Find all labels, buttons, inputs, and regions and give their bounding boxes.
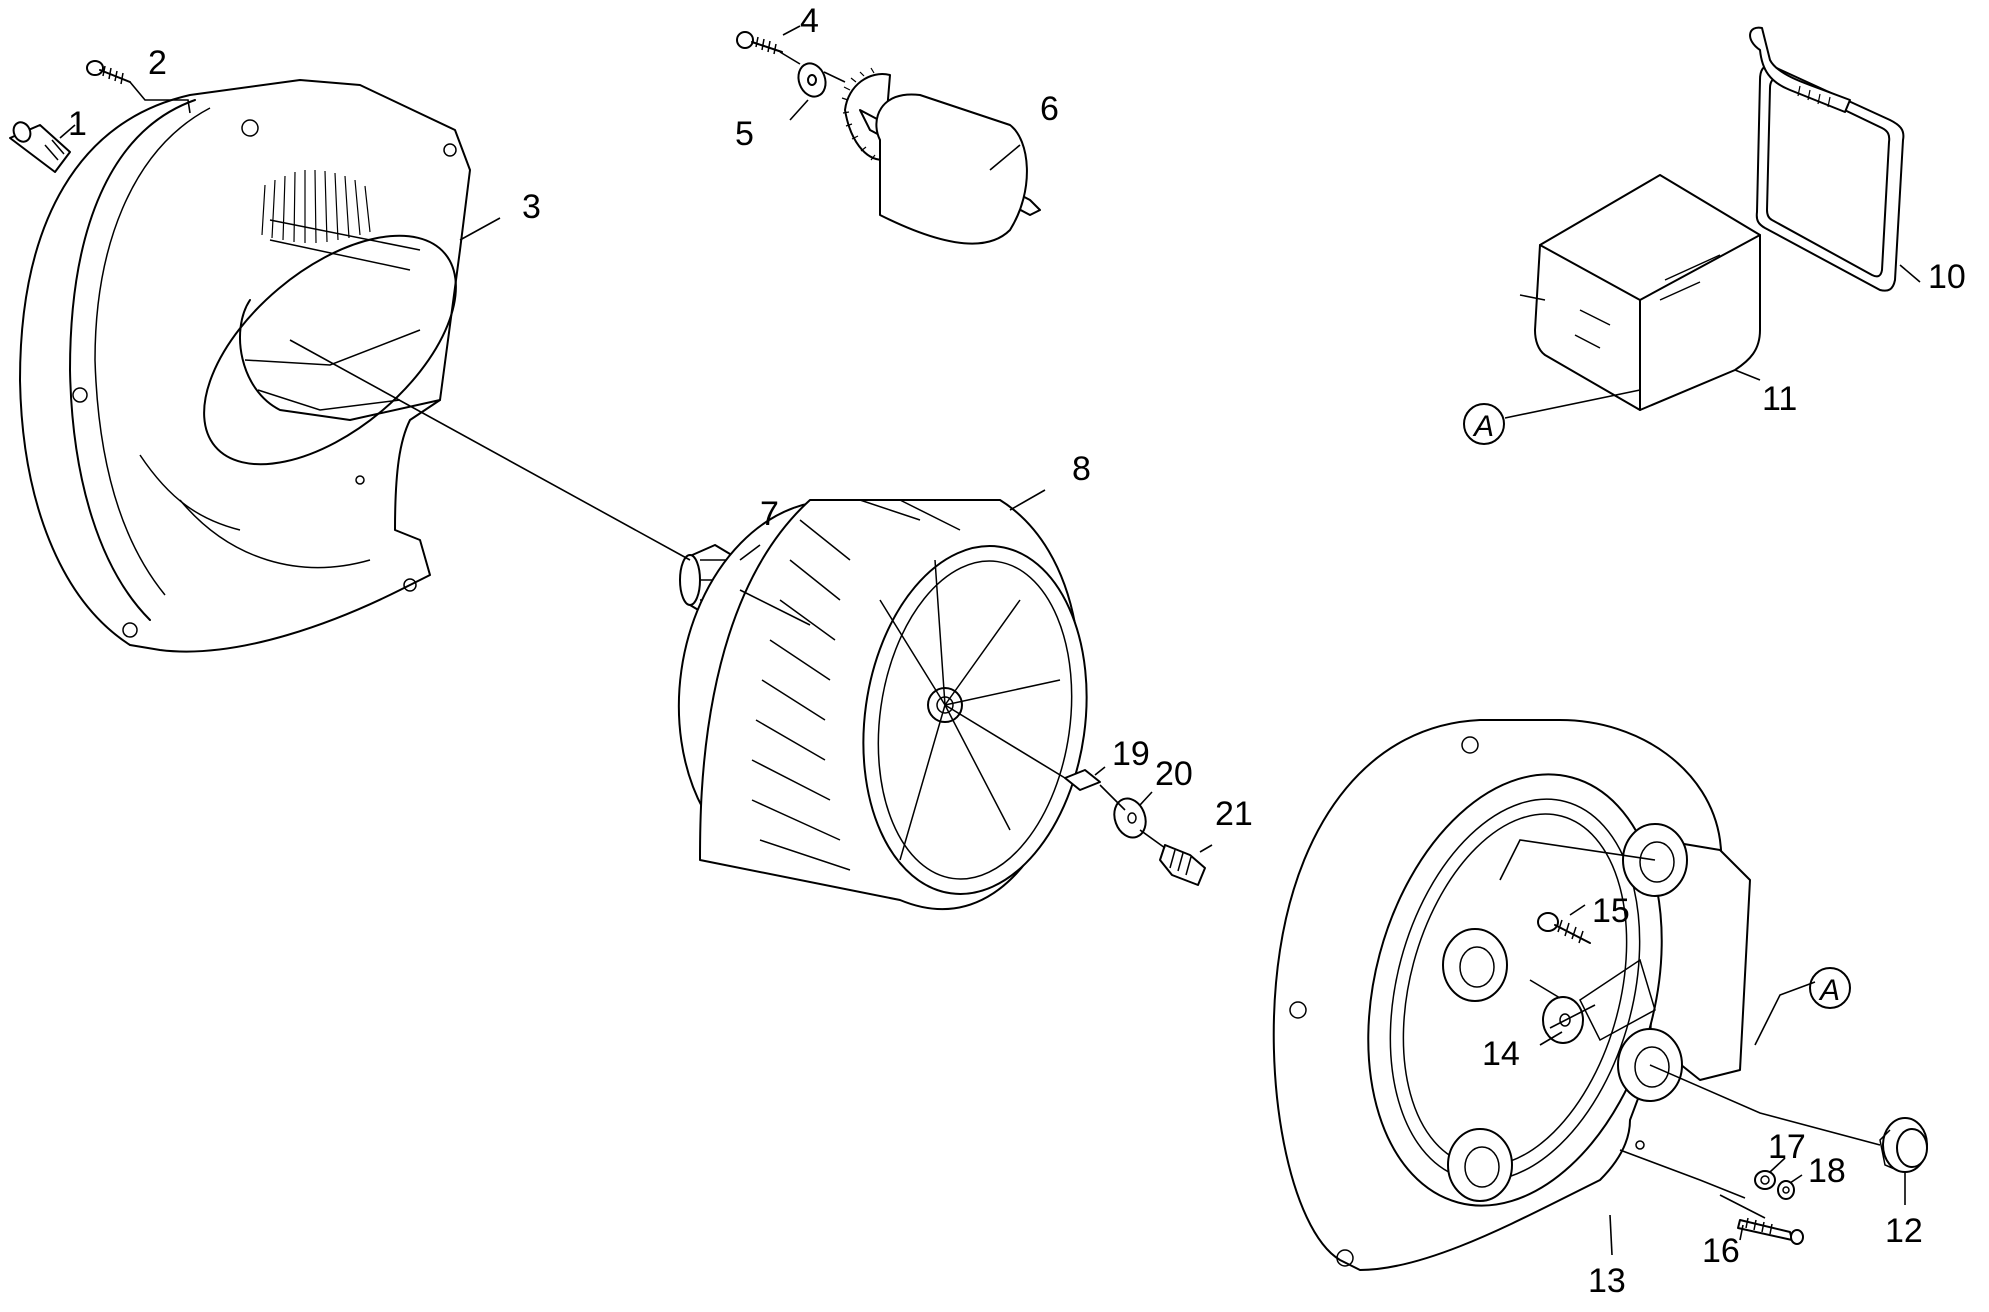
part-8-impeller — [677, 499, 1088, 910]
callout-leaders — [59, 25, 1921, 1256]
callout-4: 4 — [800, 2, 819, 40]
callout-18: 18 — [1808, 1152, 1846, 1190]
part-14-washer — [1542, 996, 1584, 1044]
part-5-washer — [797, 62, 827, 98]
part-18-washer — [1777, 1180, 1795, 1200]
callout-labels: 1 2 3 4 5 6 7 8 10 11 12 13 14 15 16 17 … — [68, 2, 1966, 1300]
part-21-bolt — [1159, 844, 1206, 886]
callout-1: 1 — [68, 105, 87, 143]
callout-12: 12 — [1885, 1212, 1923, 1250]
connector-a-top-label: A — [1472, 410, 1494, 443]
connector-a-bottom: A — [1809, 967, 1851, 1009]
part-11-box — [1519, 174, 1761, 411]
callout-21: 21 — [1215, 795, 1253, 833]
callout-13: 13 — [1588, 1262, 1626, 1300]
callout-5: 5 — [735, 115, 754, 153]
callout-19: 19 — [1112, 735, 1150, 773]
callout-15: 15 — [1592, 892, 1630, 930]
cover-boss-4 — [1447, 1128, 1513, 1202]
part-10-frame-clip — [1749, 26, 1905, 292]
connector-a-top: A — [1463, 403, 1505, 445]
part-2-screw — [86, 60, 131, 85]
callout-7: 7 — [760, 495, 779, 533]
callout-11: 11 — [1762, 380, 1797, 418]
cover-boss-2 — [1442, 928, 1508, 1002]
callout-8: 8 — [1072, 450, 1091, 488]
callout-3: 3 — [522, 188, 541, 226]
assembly-lines — [289, 51, 1881, 1219]
part-16-stud-bolt — [1737, 1217, 1804, 1245]
part-12-plug — [1879, 1117, 1928, 1173]
part-17-nut — [1754, 1170, 1776, 1190]
part-1-nozzle — [9, 121, 71, 173]
callout-10: 10 — [1928, 258, 1966, 296]
callout-17: 17 — [1768, 1128, 1806, 1166]
part-19-key — [1064, 769, 1101, 791]
callout-2: 2 — [148, 44, 167, 82]
part-15-screw — [1537, 912, 1591, 944]
callout-20: 20 — [1155, 755, 1193, 793]
connector-a-bottom-label: A — [1818, 974, 1840, 1007]
callout-6: 6 — [1040, 90, 1059, 128]
part-6-damper-flap — [841, 67, 1041, 245]
callout-16: 16 — [1702, 1232, 1740, 1270]
part-13-front-cover — [1272, 719, 1751, 1271]
callout-14: 14 — [1482, 1035, 1520, 1073]
part-4-screw — [736, 31, 783, 55]
part-3-blower-housing — [19, 79, 471, 653]
